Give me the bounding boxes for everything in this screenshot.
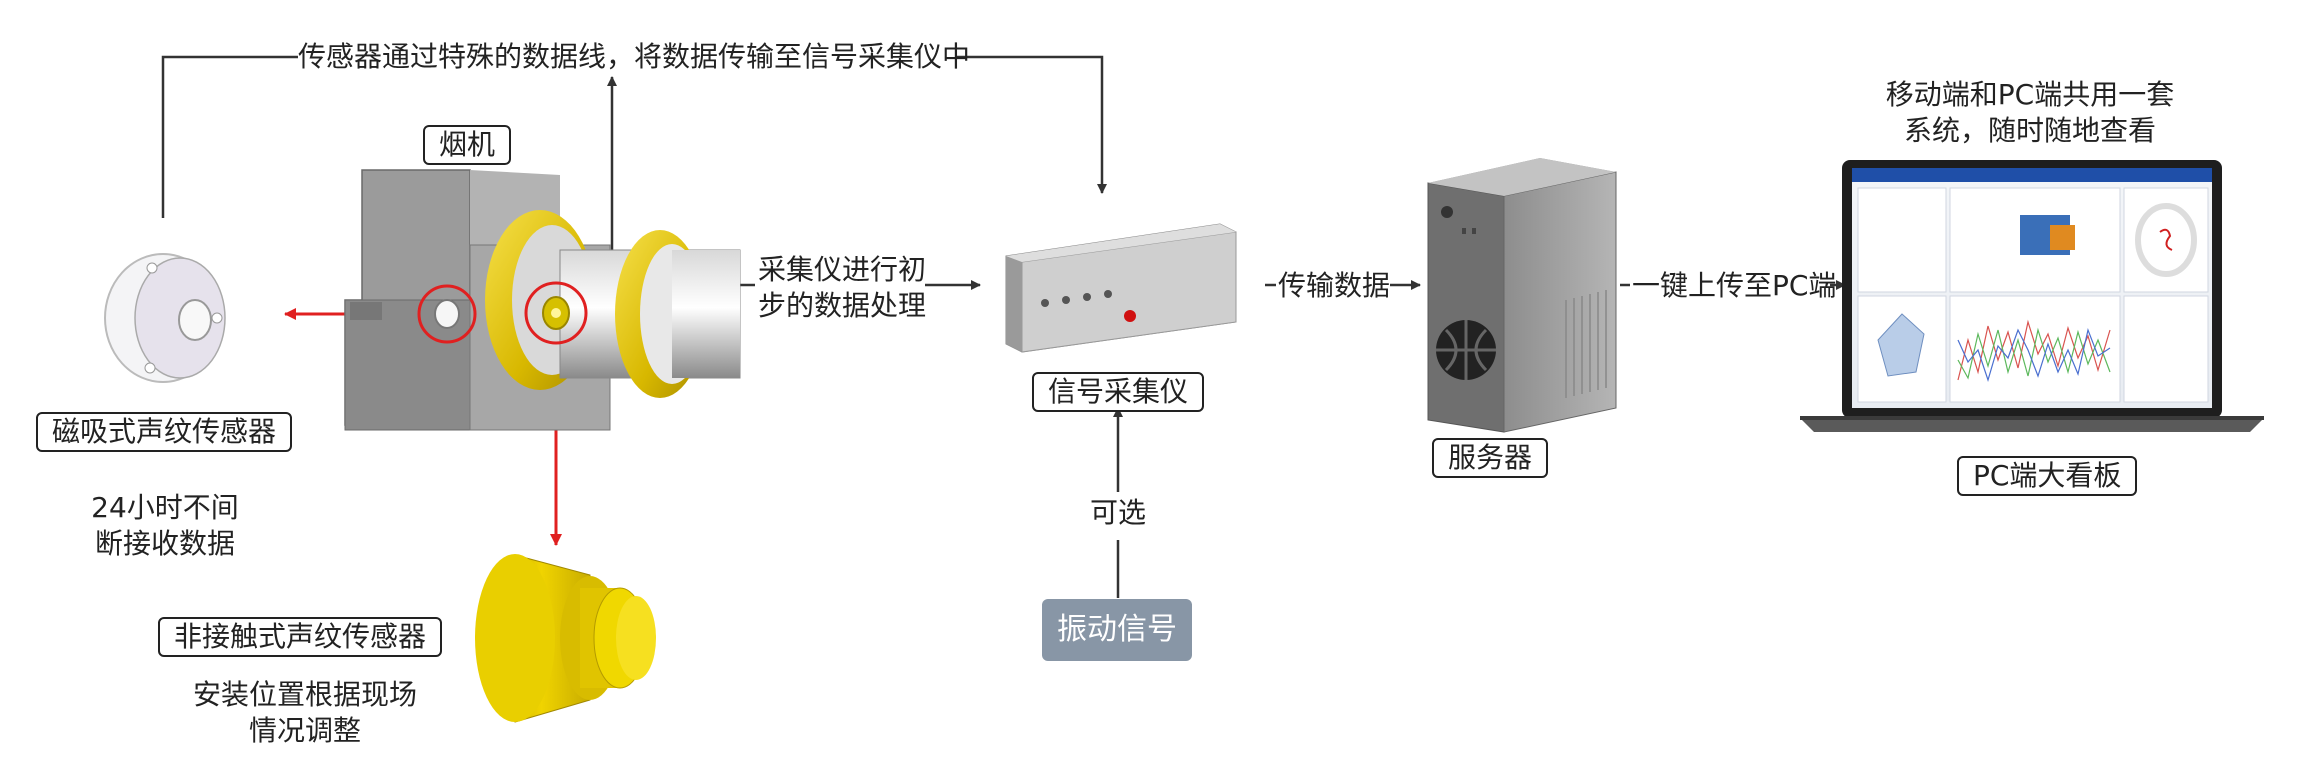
noncontact-note-line-2: 情况调整 (248, 714, 361, 747)
magnetic-note-line-2: 断接收数据 (94, 527, 235, 560)
top-data-line (161, 55, 1107, 218)
fan-label: 烟机 (423, 125, 512, 165)
top-data-note: 传感器通过特殊的数据线，将数据传输至信号采集仪中 (298, 40, 971, 73)
system-note-line-2: 系统，随时随地查看 (1903, 114, 2156, 147)
collector-process-note: 采集仪进行初 步的数据处理 (758, 252, 926, 324)
laptop-dashboard-image (1800, 160, 2264, 432)
dashboard-label: PC端大看板 (1957, 456, 2138, 496)
transfer-label: 传输数据 (1278, 269, 1391, 302)
fan-machine-image (344, 169, 741, 431)
upload-label: 一键上传至PC端 (1632, 269, 1837, 302)
server-image (1427, 158, 1617, 433)
noncontact-sensor-label: 非接触式声纹传感器 (158, 617, 443, 657)
noncontact-note-line-1: 安装位置根据现场 (192, 678, 417, 711)
noncontact-note: 安装位置根据现场 情况调整 (175, 677, 435, 749)
magnetic-sensor-image (104, 253, 226, 383)
optional-label: 可选 (1090, 496, 1147, 529)
server-label: 服务器 (1432, 438, 1549, 478)
system-note-line-1: 移动端和PC端共用一套 (1885, 78, 2175, 111)
magnetic-note: 24小时不间 断接收数据 (80, 490, 250, 562)
system-note: 移动端和PC端共用一套 系统，随时随地查看 (1860, 77, 2200, 149)
vibration-signal-box: 振动信号 (1042, 599, 1192, 661)
magnetic-sensor-label: 磁吸式声纹传感器 (36, 412, 293, 452)
collector-label: 信号采集仪 (1032, 372, 1205, 412)
noncontact-sensor-image (475, 554, 656, 723)
collector-process-line-2: 步的数据处理 (758, 289, 927, 322)
collector-process-line-1: 采集仪进行初 (758, 253, 927, 286)
collector-image (1005, 223, 1237, 353)
magnetic-note-line-1: 24小时不间 (91, 491, 239, 524)
